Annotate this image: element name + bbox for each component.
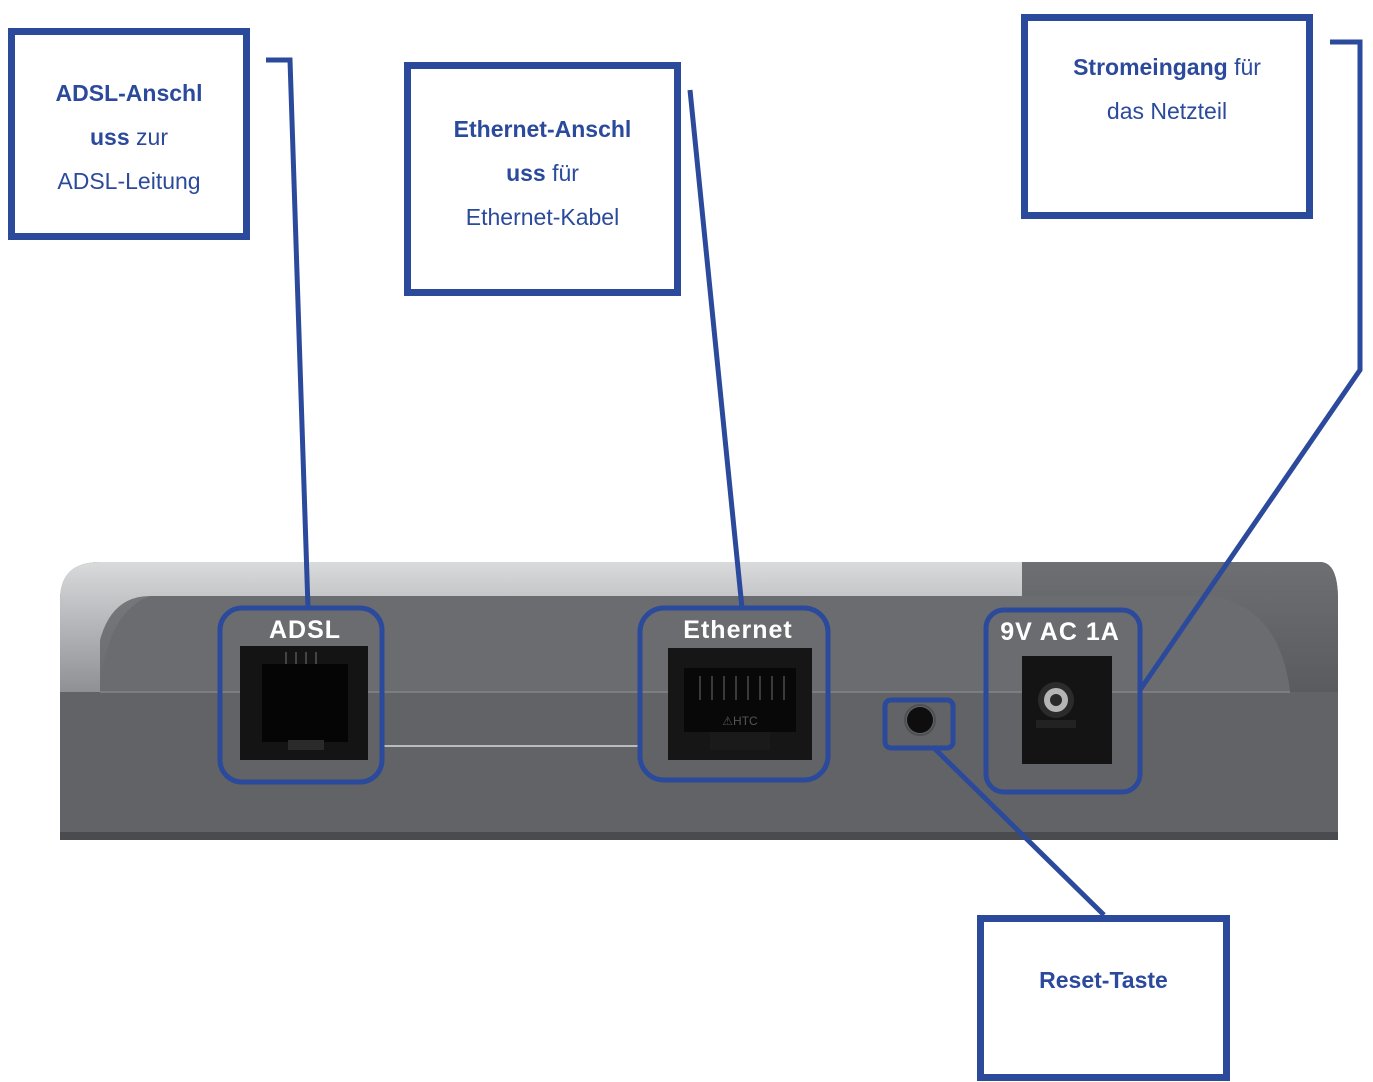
power-highlight xyxy=(983,607,1143,795)
ethernet-leader-line xyxy=(687,89,745,609)
ethernet-jack-mark: ⚠HTC xyxy=(722,714,758,728)
adsl-callout: ADSL-Anschl uss zur ADSL-Leitung xyxy=(8,28,250,240)
adsl-callout-text-2: zur xyxy=(129,124,168,150)
ethernet-callout-title-1: Ethernet-Anschl xyxy=(453,116,632,142)
reset-callout-title: Reset-Taste xyxy=(1039,967,1168,993)
ethernet-callout-text-3: Ethernet-Kabel xyxy=(465,204,620,230)
power-callout-title: Stromeingang xyxy=(1073,54,1228,80)
adsl-port-label: ADSL xyxy=(269,616,341,644)
adsl-callout-text-3: ADSL-Leitung xyxy=(57,168,201,194)
reset-callout: Reset-Taste xyxy=(977,915,1230,1081)
adsl-callout-title-2: uss xyxy=(90,124,130,150)
ethernet-port: Ethernet ⚠HTC xyxy=(668,616,812,760)
ethernet-port-label: Ethernet xyxy=(683,616,792,644)
power-callout-text-2: das Netzteil xyxy=(1106,98,1228,124)
power-port-label: 9V AC 1A xyxy=(1000,618,1120,646)
power-leader-line xyxy=(1137,39,1363,692)
reset-button-hole xyxy=(904,704,936,736)
adsl-highlight xyxy=(217,605,385,785)
reset-leader-line xyxy=(932,746,1106,917)
ethernet-callout: Ethernet-Anschl uss für Ethernet-Kabel xyxy=(404,62,681,296)
adsl-port: ADSL xyxy=(240,616,368,760)
adsl-leader-line xyxy=(266,57,311,609)
ethernet-callout-title-2: uss xyxy=(506,160,546,186)
power-port: 9V AC 1A xyxy=(1000,618,1120,764)
power-callout-text-1: für xyxy=(1227,54,1261,80)
ethernet-highlight xyxy=(637,605,831,783)
adsl-callout-title-1: ADSL-Anschl xyxy=(55,80,203,106)
reset-highlight xyxy=(882,697,956,751)
ethernet-callout-text-2: für xyxy=(545,160,579,186)
power-callout: Stromeingang für das Netzteil xyxy=(1021,14,1313,219)
